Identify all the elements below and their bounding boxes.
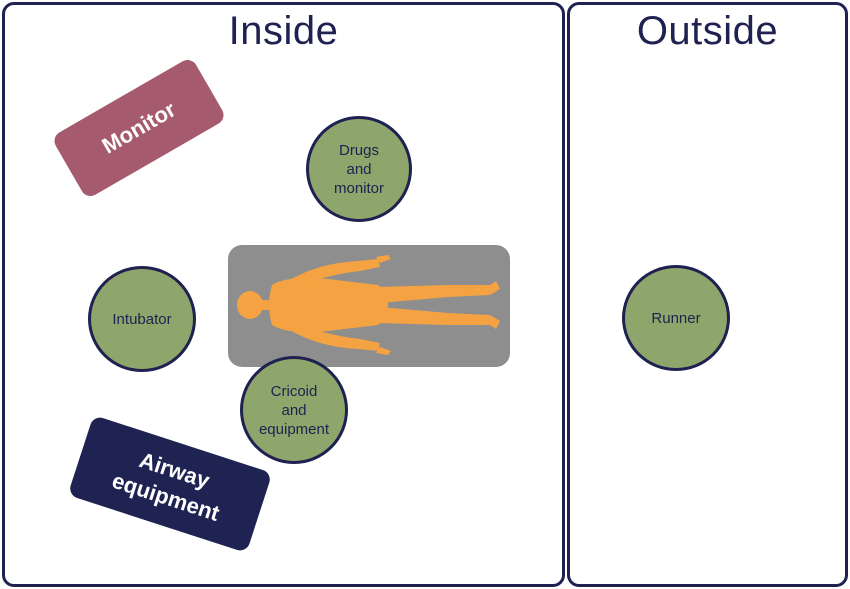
inside-title: Inside bbox=[228, 9, 339, 53]
outside-title: Outside bbox=[636, 9, 779, 53]
patient-bed bbox=[228, 245, 510, 367]
role-cricoid-and-equipment: Cricoid and equipment bbox=[240, 356, 348, 464]
person-silhouette-icon bbox=[237, 255, 500, 355]
role-drugs-and-monitor: Drugs and monitor bbox=[306, 116, 412, 222]
role-runner: Runner bbox=[622, 265, 730, 371]
role-intubator: Intubator bbox=[88, 266, 196, 372]
